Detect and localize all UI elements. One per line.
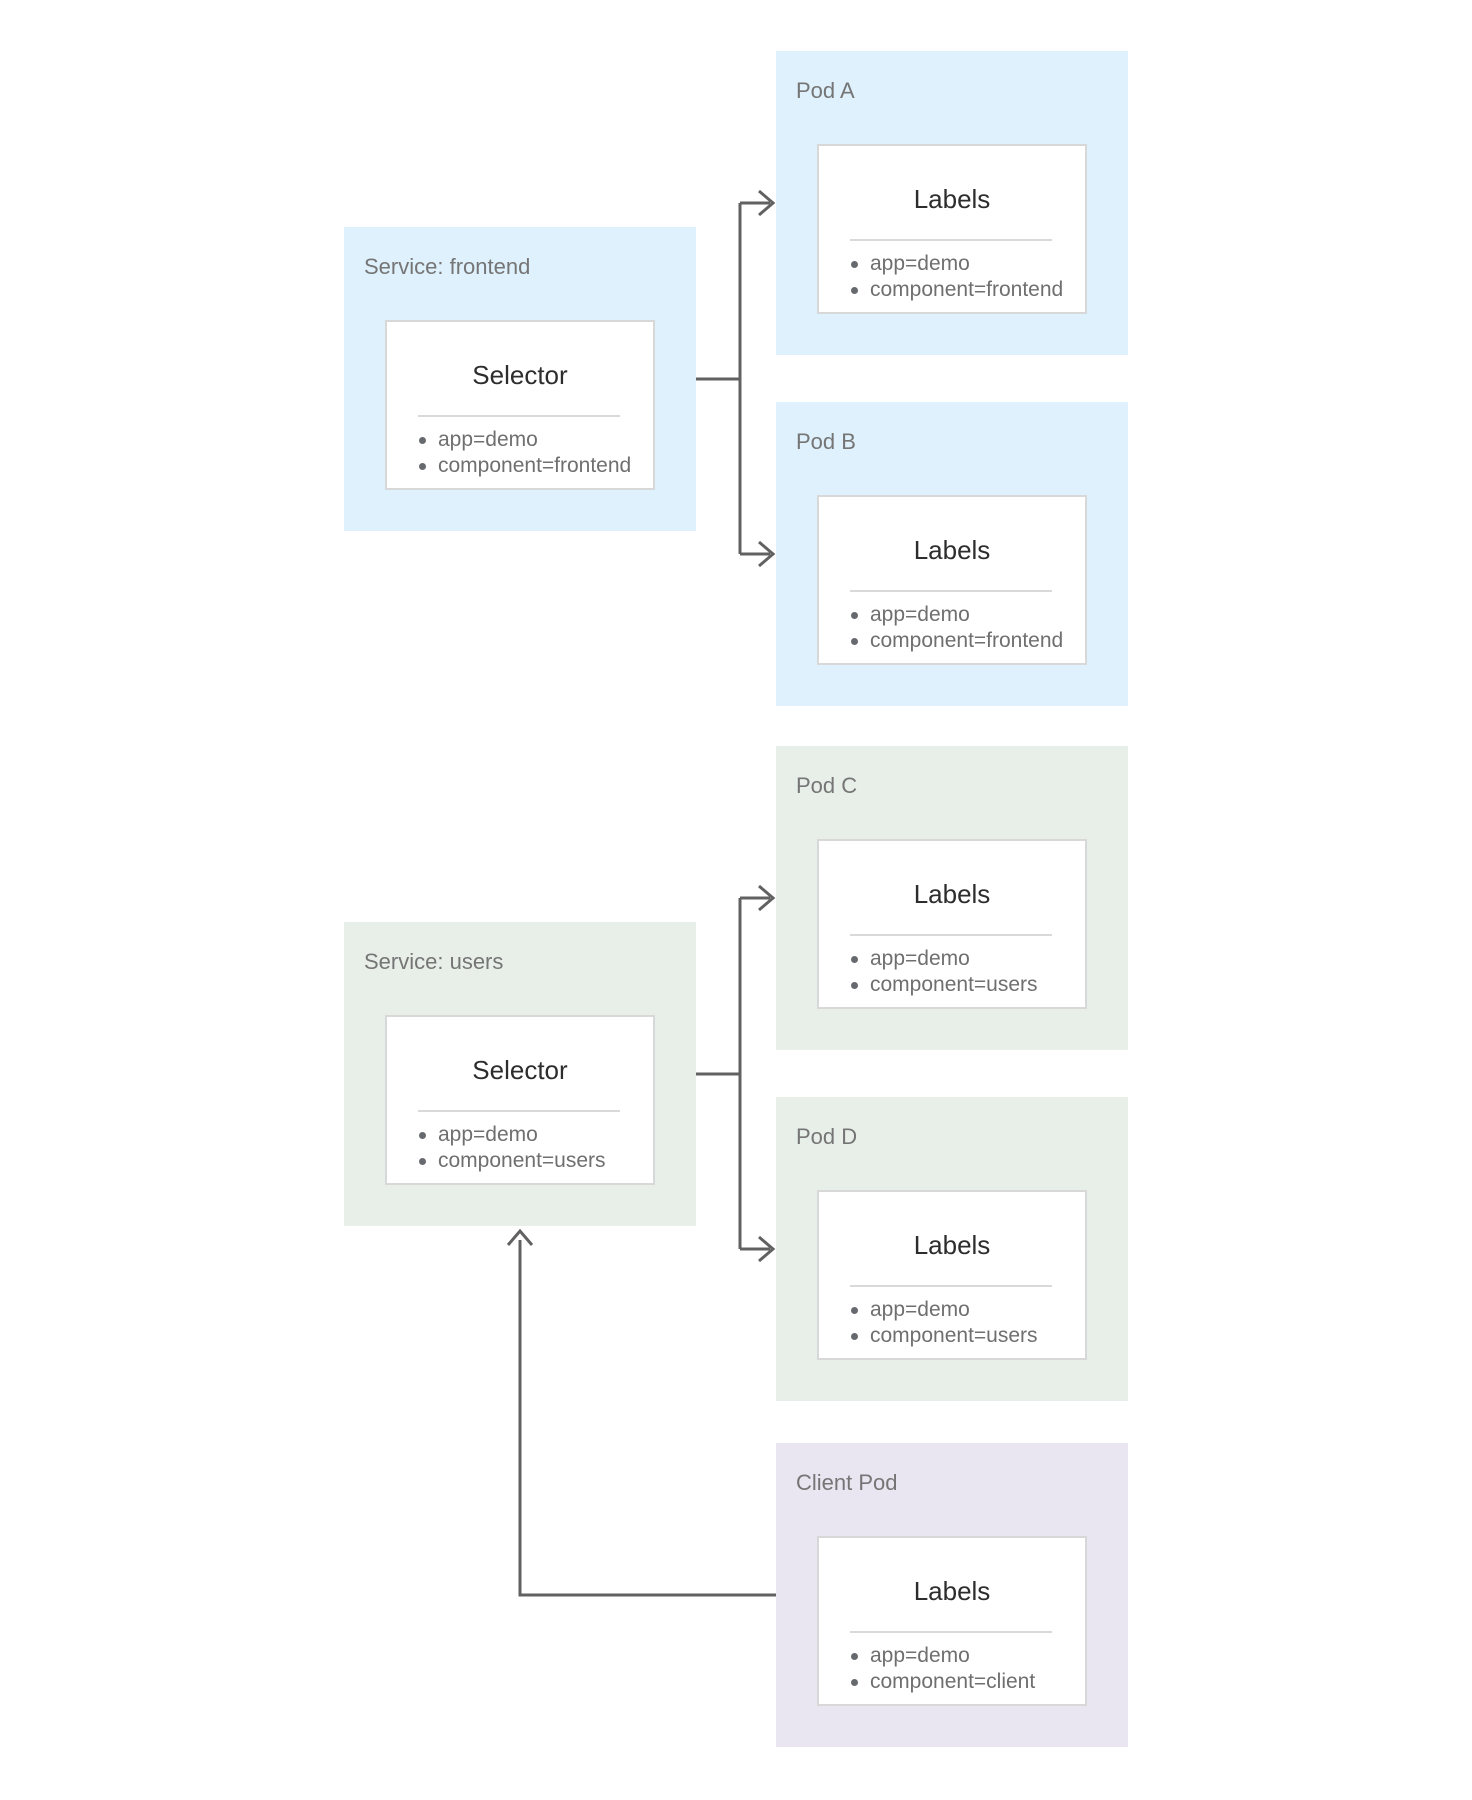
bullet-icon (851, 981, 858, 989)
selector-panel: Selector app=demo component=users (385, 1015, 655, 1185)
selector-item: component=frontend (419, 453, 631, 479)
pod-c-box: Pod C Labels app=demo component=users (776, 746, 1128, 1050)
bullet-icon (851, 1332, 858, 1340)
selector-item-text: app=demo (438, 428, 538, 451)
pod-d-title: Pod D (796, 1124, 858, 1149)
labels-list: app=demo component=users (851, 946, 1038, 998)
panel-heading: Selector (472, 360, 568, 390)
label-item-text: app=demo (870, 252, 970, 275)
divider (850, 239, 1052, 241)
label-item: app=demo (851, 1643, 1035, 1669)
pod-c-title: Pod C (796, 773, 858, 798)
label-item-text: component=client (870, 1670, 1036, 1693)
selector-item: component=users (419, 1148, 606, 1174)
label-item: app=demo (851, 602, 1063, 628)
selector-panel: Selector app=demo component=frontend (385, 320, 655, 490)
bullet-icon (851, 260, 858, 268)
bullet-icon (851, 1306, 858, 1314)
bullet-icon (419, 1157, 426, 1165)
labels-panel: Labels app=demo component=client (817, 1536, 1087, 1706)
client-pod-title: Client Pod (796, 1470, 898, 1495)
bullet-icon (851, 637, 858, 645)
service-users-box: Service: users Selector app=demo compone… (344, 922, 696, 1226)
label-item-text: app=demo (870, 603, 970, 626)
panel-heading: Labels (913, 879, 991, 909)
divider (850, 934, 1052, 936)
panel-heading: Labels (913, 535, 991, 565)
label-item: component=client (851, 1669, 1035, 1695)
panel-heading: Labels (913, 1576, 991, 1606)
bullet-icon (851, 1678, 858, 1686)
label-item-text: component=users (870, 1324, 1038, 1347)
label-item: component=users (851, 1323, 1038, 1349)
label-item-text: component=users (870, 973, 1038, 996)
arrow-client-to-service-users (506, 1228, 776, 1597)
label-item-text: component=frontend (870, 278, 1064, 301)
arrowhead-right-icon (758, 540, 776, 568)
selector-item-text: component=frontend (438, 454, 632, 477)
label-item: app=demo (851, 946, 1038, 972)
divider (850, 1285, 1052, 1287)
labels-list: app=demo component=frontend (851, 602, 1063, 654)
bullet-icon (419, 1131, 426, 1139)
panel-heading: Labels (913, 1230, 991, 1260)
selector-item: app=demo (419, 1122, 606, 1148)
labels-panel: Labels app=demo component=frontend (817, 495, 1087, 665)
service-users-title: Service: users (364, 949, 504, 974)
service-frontend-box: Service: frontend Selector app=demo comp… (344, 227, 696, 531)
pod-a-box: Pod A Labels app=demo component=frontend (776, 51, 1128, 355)
divider (418, 415, 620, 417)
arrow-frontend-to-pods (696, 189, 776, 568)
labels-panel: Labels app=demo component=users (817, 1190, 1087, 1360)
panel-heading: Selector (472, 1055, 568, 1085)
selector-item-text: component=users (438, 1149, 606, 1172)
labels-list: app=demo component=users (851, 1297, 1038, 1349)
pod-d-box: Pod D Labels app=demo component=users (776, 1097, 1128, 1401)
arrow-users-to-pods (696, 884, 776, 1263)
bullet-icon (419, 462, 426, 470)
pod-b-box: Pod B Labels app=demo component=frontend (776, 402, 1128, 706)
labels-panel: Labels app=demo component=frontend (817, 144, 1087, 314)
divider (418, 1110, 620, 1112)
labels-list: app=demo component=client (851, 1643, 1035, 1695)
label-item: app=demo (851, 1297, 1038, 1323)
labels-list: app=demo component=frontend (851, 251, 1063, 303)
label-item-text: component=frontend (870, 629, 1064, 652)
bullet-icon (851, 955, 858, 963)
bullet-icon (851, 611, 858, 619)
client-pod-box: Client Pod Labels app=demo component=cli… (776, 1443, 1128, 1747)
bullet-icon (851, 286, 858, 294)
arrowhead-right-icon (758, 189, 776, 217)
label-item-text: app=demo (870, 947, 970, 970)
panel-heading: Labels (913, 184, 991, 214)
selector-item-text: app=demo (438, 1123, 538, 1146)
arrowhead-up-icon (506, 1228, 534, 1246)
label-item-text: app=demo (870, 1298, 970, 1321)
divider (850, 1631, 1052, 1633)
selector-list: app=demo component=frontend (419, 427, 631, 479)
label-item: app=demo (851, 251, 1063, 277)
pod-a-title: Pod A (796, 78, 855, 103)
pod-b-title: Pod B (796, 429, 856, 454)
label-item: component=frontend (851, 628, 1063, 654)
arrowhead-right-icon (758, 884, 776, 912)
bullet-icon (419, 436, 426, 444)
label-item: component=users (851, 972, 1038, 998)
divider (850, 590, 1052, 592)
labels-panel: Labels app=demo component=users (817, 839, 1087, 1009)
label-item: component=frontend (851, 277, 1063, 303)
selector-item: app=demo (419, 427, 631, 453)
selector-list: app=demo component=users (419, 1122, 606, 1174)
bullet-icon (851, 1652, 858, 1660)
label-item-text: app=demo (870, 1644, 970, 1667)
arrowhead-right-icon (758, 1235, 776, 1263)
service-frontend-title: Service: frontend (364, 254, 531, 279)
